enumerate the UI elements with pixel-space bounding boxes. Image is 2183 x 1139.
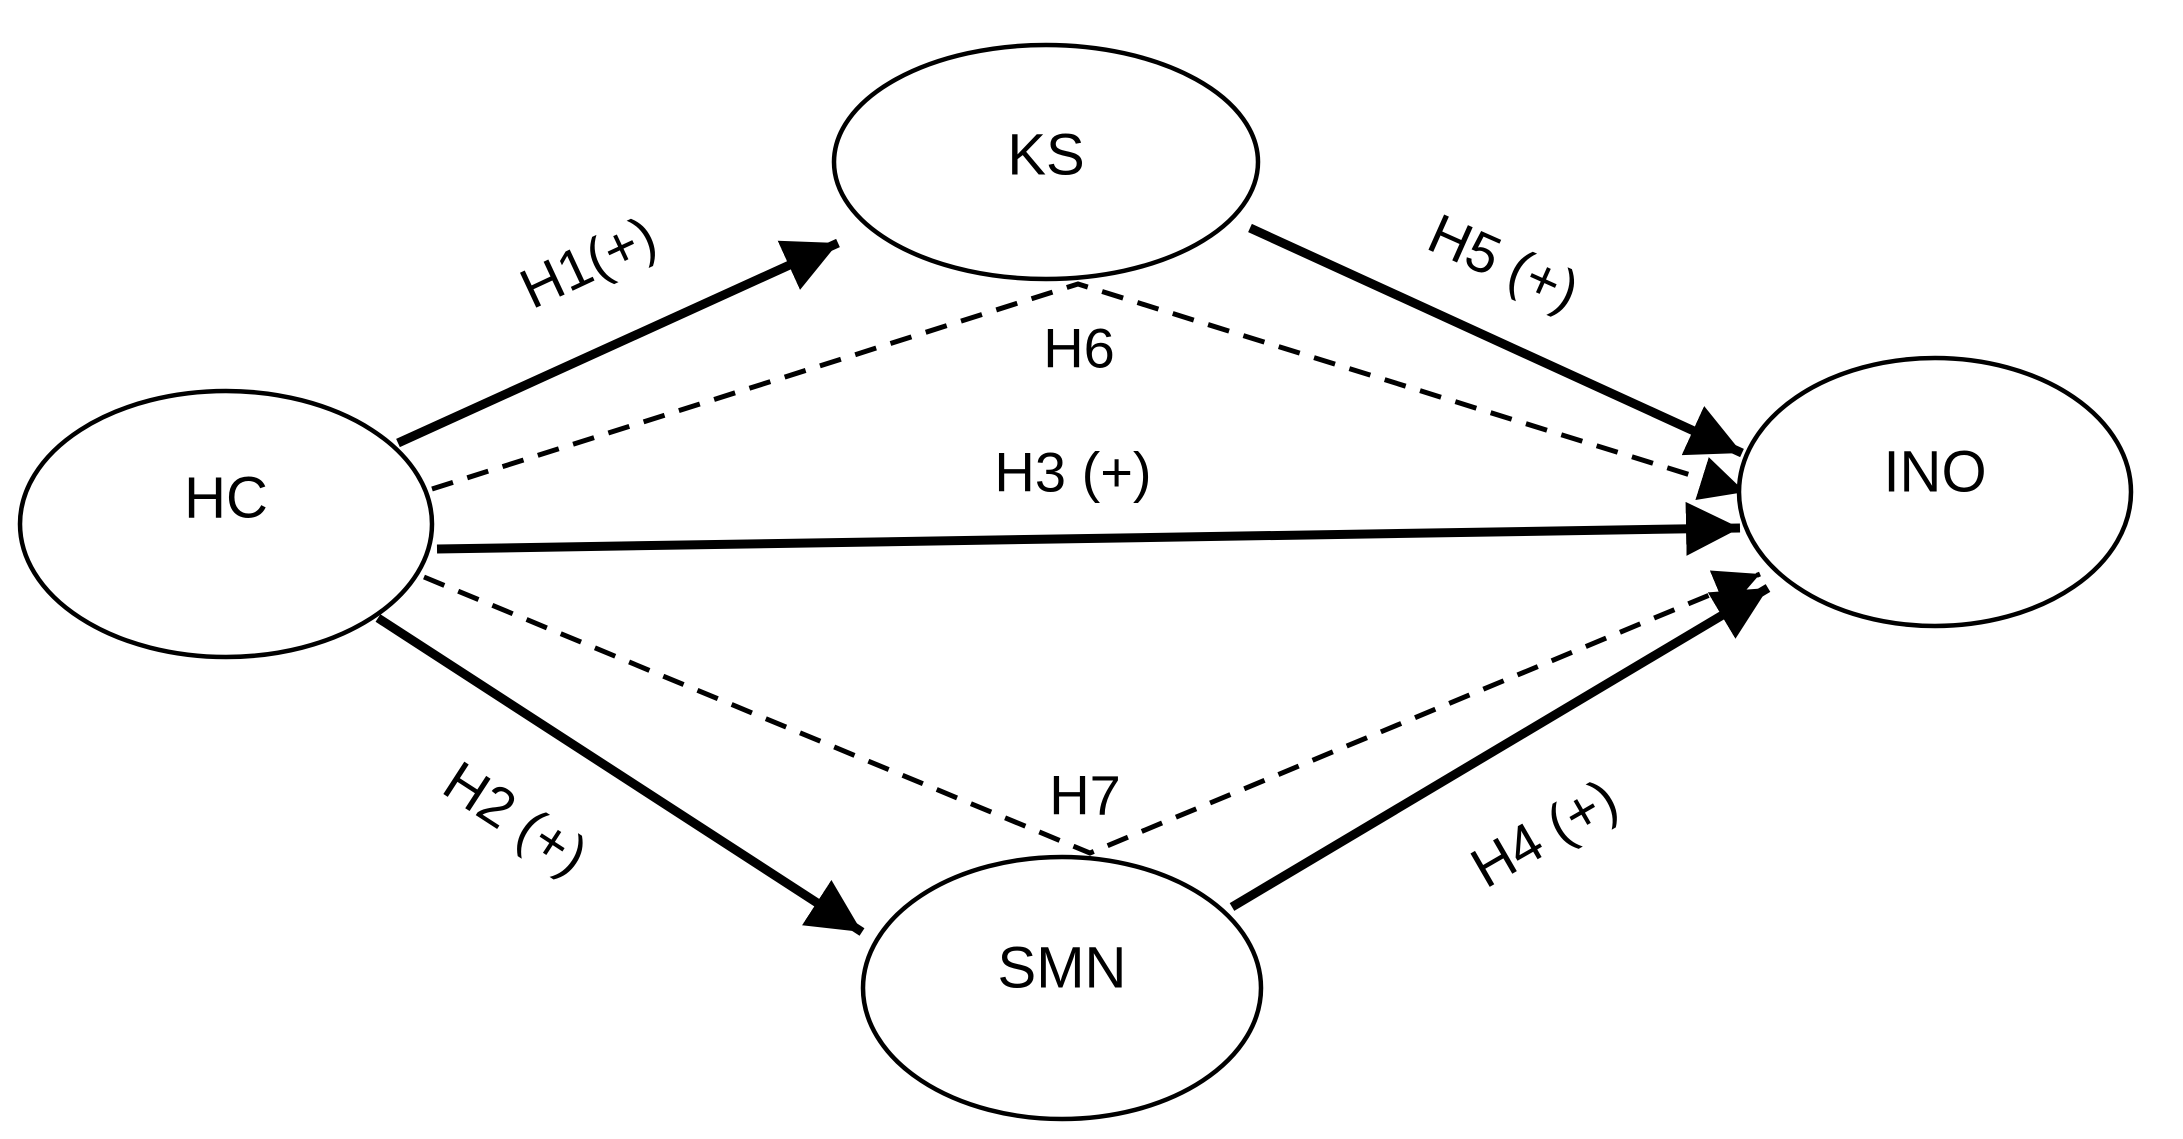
- edge-h3-arrow: [436, 501, 1741, 556]
- node-ks-label: KS: [1007, 123, 1084, 188]
- edge-h4-arrow: [1229, 584, 1771, 911]
- node-ino-ellipse: [1736, 355, 2134, 629]
- node-ks-ellipse: [831, 42, 1261, 282]
- node-hc: HC: [17, 388, 435, 660]
- edge-h7-arrow: [423, 570, 1761, 856]
- edge-h3-label: H3 (+): [994, 441, 1151, 504]
- node-smn: SMN: [860, 854, 1264, 1122]
- edge-h7-label: H7: [1049, 764, 1121, 827]
- edge-h5-arrow: [1248, 223, 1744, 458]
- node-smn-label: SMN: [998, 936, 1127, 1001]
- edge-h1-label: H1(+): [511, 204, 666, 321]
- node-smn-ellipse: [860, 854, 1264, 1122]
- edge-h1-arrow: [396, 238, 840, 448]
- edge-h6-label: H6: [1043, 317, 1115, 380]
- edge-h4-label: H4 (+): [1460, 766, 1628, 899]
- edge-h6-arrow: [431, 281, 1746, 501]
- node-ino-label: INO: [1883, 440, 1986, 505]
- edge-h2-label: H2 (+): [433, 749, 599, 887]
- edges-layer: [375, 223, 1771, 936]
- node-ks: KS: [831, 42, 1261, 282]
- edge-h2-arrow: [375, 614, 865, 936]
- nodes-layer: HC KS INO SMN: [17, 42, 2134, 1122]
- node-hc-label: HC: [184, 466, 268, 531]
- node-hc-ellipse: [17, 388, 435, 660]
- node-ino: INO: [1736, 355, 2134, 629]
- edge-h5-label: H5 (+): [1419, 201, 1588, 322]
